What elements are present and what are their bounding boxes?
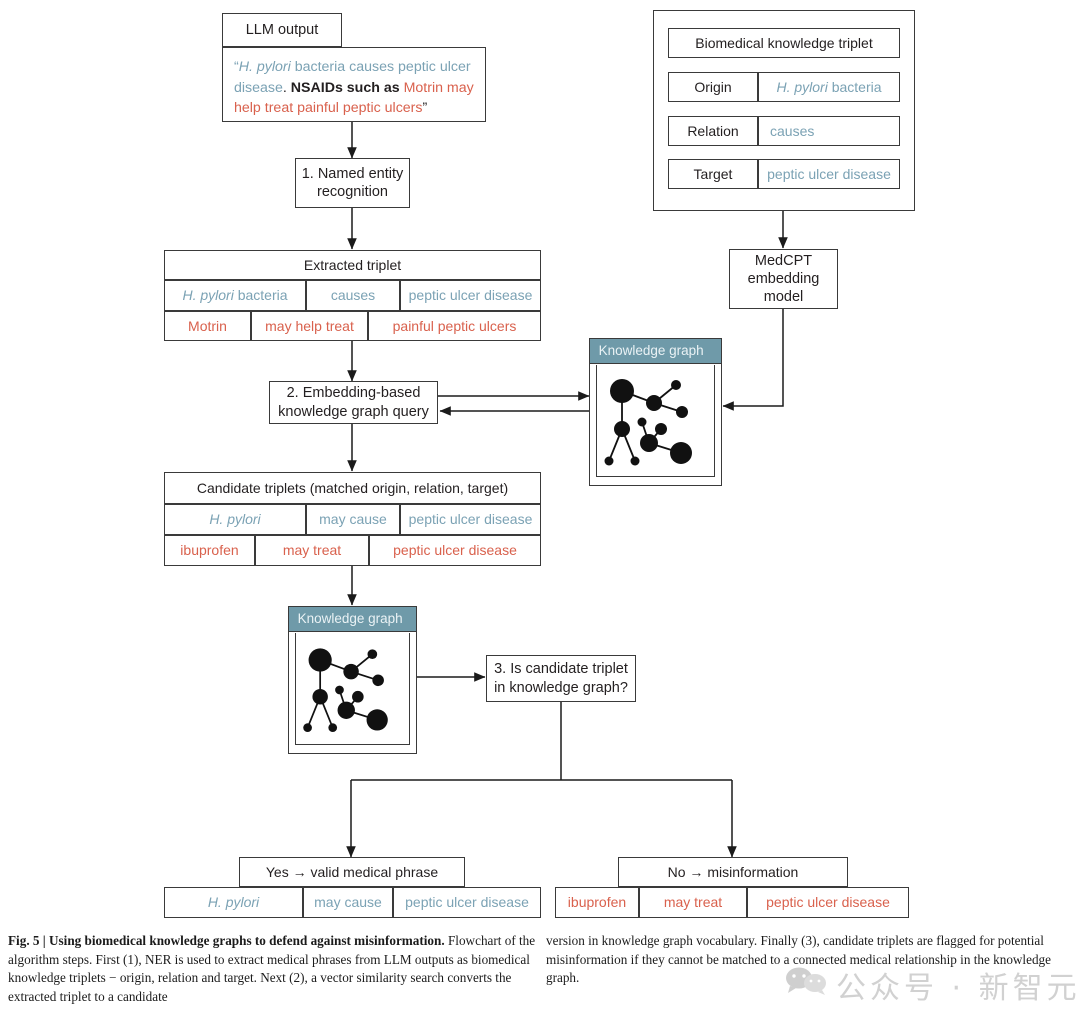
- candidate-triplets-r1-origin-text: H. pylori: [209, 511, 261, 528]
- caption-right-text: version in knowledge graph vocabulary. F…: [546, 933, 1051, 986]
- branch-yes-origin-text: H. pylori: [207, 894, 260, 911]
- biomedical-triplet-target-value-text: peptic ulcer disease: [767, 165, 891, 182]
- extracted-triplet-r2-relation-text: may help treat: [265, 317, 354, 334]
- branch-no-label-text: No → misinformation: [667, 863, 799, 880]
- knowledge-graph-top-header: Knowledge graph: [588, 337, 722, 364]
- candidate-triplets-r1-relation-text: may cause: [319, 511, 387, 528]
- biomedical-triplet-relation-value-text: causes: [770, 122, 815, 139]
- extracted-triplet-r2-target-text: painful peptic ulcers: [392, 317, 517, 334]
- extracted-triplet-r1-origin: H. pylori bacteria: [164, 280, 306, 311]
- biomedical-triplet-relation-value: causes: [758, 116, 900, 146]
- extracted-triplet-title-text: Extracted triplet: [303, 256, 402, 273]
- candidate-triplets-title: Candidate triplets (matched origin, rela…: [164, 472, 541, 504]
- caption-right-column: version in knowledge graph vocabulary. F…: [546, 932, 1074, 988]
- candidate-triplets-r2-origin: ibuprofen: [164, 535, 255, 566]
- step3-label: 3. Is candidate triplet in knowledge gra…: [494, 661, 628, 696]
- medcpt-embedding-model: MedCPT embedding model: [729, 249, 838, 309]
- branch-no-origin-text: ibuprofen: [567, 894, 627, 911]
- branch-no-label-box: No → misinformation: [618, 857, 848, 887]
- biomedical-triplet-origin-value: H. pylori bacteria: [758, 72, 900, 102]
- knowledge-graph-bottom-header-text: Knowledge graph: [297, 611, 403, 627]
- branch-no-origin: ibuprofen: [555, 887, 639, 918]
- biomedical-triplet-relation-key: Relation: [668, 116, 758, 146]
- step3-is-candidate-in-kg: 3. Is candidate triplet in knowledge gra…: [486, 655, 636, 702]
- knowledge-graph-bottom: Knowledge graph: [287, 605, 417, 754]
- biomedical-triplet-origin-key-text: Origin: [694, 78, 732, 95]
- watermark-text: 公众号 · 新智元: [836, 971, 1080, 1006]
- candidate-triplets-r1-origin: H. pylori: [164, 504, 306, 535]
- caption-left-text: Flowchart of the algorithm steps. First …: [8, 933, 536, 1005]
- knowledge-graph-top: Knowledge graph: [588, 337, 722, 486]
- llm-output-title: LLM output: [245, 21, 319, 38]
- caption-left-column: Fig. 5 | Using biomedical knowledge grap…: [8, 932, 536, 1007]
- extracted-triplet-r1-origin-text: H. pylori bacteria: [182, 287, 288, 304]
- knowledge-graph-bottom-svg: [303, 648, 388, 733]
- extracted-triplet-r2-origin-text: Motrin: [188, 317, 227, 334]
- candidate-triplets-r1-target: peptic ulcer disease: [400, 504, 541, 535]
- candidate-triplets-r1-target-text: peptic ulcer disease: [408, 511, 533, 528]
- knowledge-graph-bottom-header: Knowledge graph: [287, 605, 417, 632]
- branch-no-relation: may treat: [639, 887, 747, 918]
- candidate-triplets-r2-origin-text: ibuprofen: [180, 542, 239, 559]
- biomedical-triplet-target-key-text: Target: [693, 165, 733, 182]
- llm-output-quote-text: “H. pylori bacteria causes peptic ulcer …: [234, 59, 474, 117]
- caption-label: Fig. 5 |: [8, 933, 46, 948]
- candidate-triplets-r2-relation: may treat: [255, 535, 369, 566]
- branch-yes-relation-text: may cause: [314, 894, 382, 911]
- biomedical-triplet-target-value: peptic ulcer disease: [758, 159, 900, 189]
- extracted-triplet-title: Extracted triplet: [164, 250, 541, 280]
- knowledge-graph-bottom-body: [295, 633, 410, 745]
- branch-no-target: peptic ulcer disease: [747, 887, 909, 918]
- biomedical-triplet-relation-key-text: Relation: [687, 122, 739, 139]
- llm-output-quote-box: “H. pylori bacteria causes peptic ulcer …: [222, 47, 486, 122]
- biomedical-triplet-target-key: Target: [668, 159, 758, 189]
- biomedical-triplet-origin-value-text: H. pylori bacteria: [776, 78, 882, 95]
- candidate-triplets-r1-relation: may cause: [306, 504, 400, 535]
- step1-label: 1. Named entity recognition: [301, 165, 404, 200]
- branch-yes-label-text: Yes → valid medical phrase: [265, 863, 439, 880]
- biomedical-triplet-origin-key: Origin: [668, 72, 758, 102]
- medcpt-label: MedCPT embedding model: [747, 252, 820, 306]
- branch-yes-target: peptic ulcer disease: [393, 887, 541, 918]
- knowledge-graph-top-body: [596, 365, 715, 477]
- extracted-triplet-r2-origin: Motrin: [164, 311, 251, 341]
- knowledge-graph-top-header-text: Knowledge graph: [598, 343, 704, 359]
- step2-label: 2. Embedding-based knowledge graph query: [278, 385, 429, 420]
- step1-named-entity-recognition: 1. Named entity recognition: [295, 158, 410, 208]
- caption-title: Using biomedical knowledge graphs to def…: [49, 933, 445, 948]
- step2-embedding-based-query: 2. Embedding-based knowledge graph query: [269, 381, 438, 424]
- candidate-triplets-r2-target-text: peptic ulcer disease: [393, 542, 517, 559]
- branch-yes-label-box: Yes → valid medical phrase: [239, 857, 465, 887]
- wechat-logo-icon: [785, 966, 829, 996]
- branch-yes-target-text: peptic ulcer disease: [405, 894, 529, 911]
- biomedical-triplet-panel-title-text: Biomedical knowledge triplet: [695, 34, 873, 51]
- candidate-triplets-r2-target: peptic ulcer disease: [369, 535, 541, 566]
- branch-no-target-text: peptic ulcer disease: [766, 894, 890, 911]
- extracted-triplet-r1-relation-text: causes: [330, 287, 376, 304]
- branch-yes-origin: H. pylori: [164, 887, 303, 918]
- extracted-triplet-r1-target-text: peptic ulcer disease: [408, 287, 533, 304]
- candidate-triplets-r2-relation-text: may treat: [282, 542, 342, 559]
- extracted-triplet-r2-target: painful peptic ulcers: [368, 311, 541, 341]
- branch-no-relation-text: may treat: [663, 894, 723, 911]
- knowledge-graph-top-svg: [604, 379, 692, 466]
- biomedical-triplet-panel-title: Biomedical knowledge triplet: [668, 28, 900, 58]
- branch-yes-relation: may cause: [303, 887, 393, 918]
- extracted-triplet-r2-relation: may help treat: [251, 311, 368, 341]
- llm-output-title-box: LLM output: [222, 13, 342, 47]
- extracted-triplet-r1-relation: causes: [306, 280, 400, 311]
- extracted-triplet-r1-target: peptic ulcer disease: [400, 280, 541, 311]
- candidate-triplets-title-text: Candidate triplets (matched origin, rela…: [196, 479, 509, 496]
